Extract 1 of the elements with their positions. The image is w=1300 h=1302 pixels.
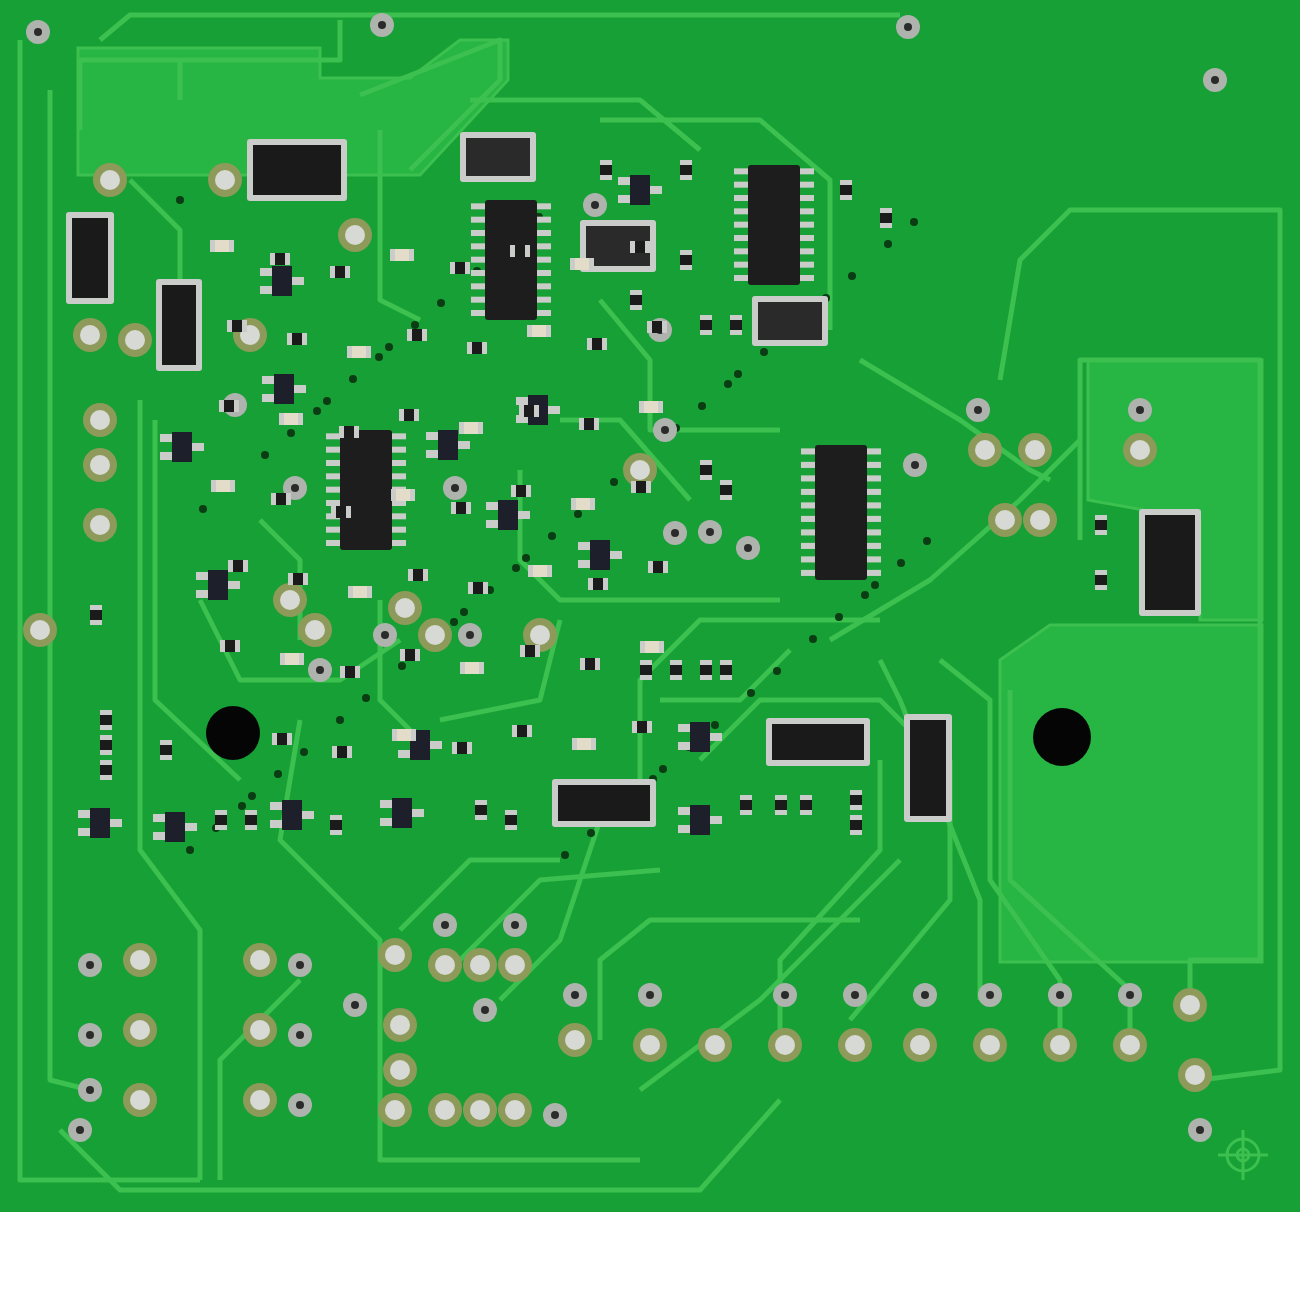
circuit-board-drawing: [0, 0, 1300, 1212]
